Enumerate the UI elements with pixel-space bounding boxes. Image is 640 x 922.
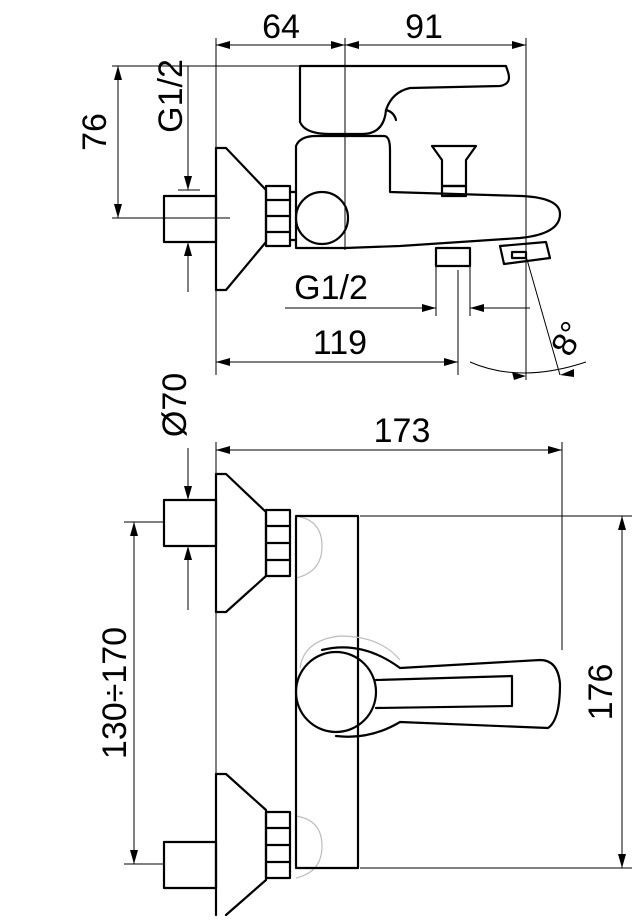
dim-76: 76 bbox=[76, 66, 122, 218]
mixer-body bbox=[294, 134, 562, 250]
dim-130-170: 130÷170 bbox=[96, 522, 138, 864]
shower-outlet bbox=[434, 246, 472, 268]
wall-connector bbox=[162, 194, 218, 244]
side-view: 64 91 76 G1/2 bbox=[76, 8, 593, 380]
dim-119: 119 bbox=[216, 324, 458, 366]
thread-left-label: G1/2 bbox=[152, 59, 190, 133]
upper-connection bbox=[162, 472, 323, 614]
dim-176-label: 176 bbox=[582, 664, 620, 721]
lever-handle bbox=[298, 64, 511, 136]
dim-119-label: 119 bbox=[313, 324, 367, 362]
cartridge-knob bbox=[294, 190, 350, 246]
mixer-body-front bbox=[294, 514, 360, 870]
dim-173: 173 bbox=[216, 412, 562, 454]
lever-front bbox=[294, 646, 562, 738]
diverter-knob bbox=[430, 144, 478, 198]
dim-91: 91 bbox=[345, 8, 526, 49]
dim-64: 64 bbox=[216, 8, 345, 49]
hex-nut bbox=[264, 184, 298, 248]
spout-ghost bbox=[299, 635, 401, 669]
dim-130-170-label: 130÷170 bbox=[96, 627, 134, 759]
dim-91-label: 91 bbox=[405, 8, 443, 46]
angle-label: 8° bbox=[544, 316, 593, 363]
wall-flange bbox=[214, 146, 268, 292]
diameter-label: Ø70 bbox=[156, 373, 194, 437]
dim-76-label: 76 bbox=[76, 113, 114, 151]
spout-aerator bbox=[498, 240, 552, 266]
lower-connection bbox=[162, 772, 323, 917]
thread-dim-left: G1/2 bbox=[152, 59, 192, 292]
dim-176: 176 bbox=[582, 516, 626, 868]
dim-173-label: 173 bbox=[374, 412, 431, 450]
dim-64-label: 64 bbox=[262, 8, 300, 46]
thread-dim-bottom: G1/2 bbox=[285, 262, 530, 316]
thread-bottom-label: G1/2 bbox=[294, 269, 368, 307]
front-view: Ø70 173 130÷170 bbox=[96, 373, 632, 917]
angle-8: 8° bbox=[469, 255, 593, 380]
